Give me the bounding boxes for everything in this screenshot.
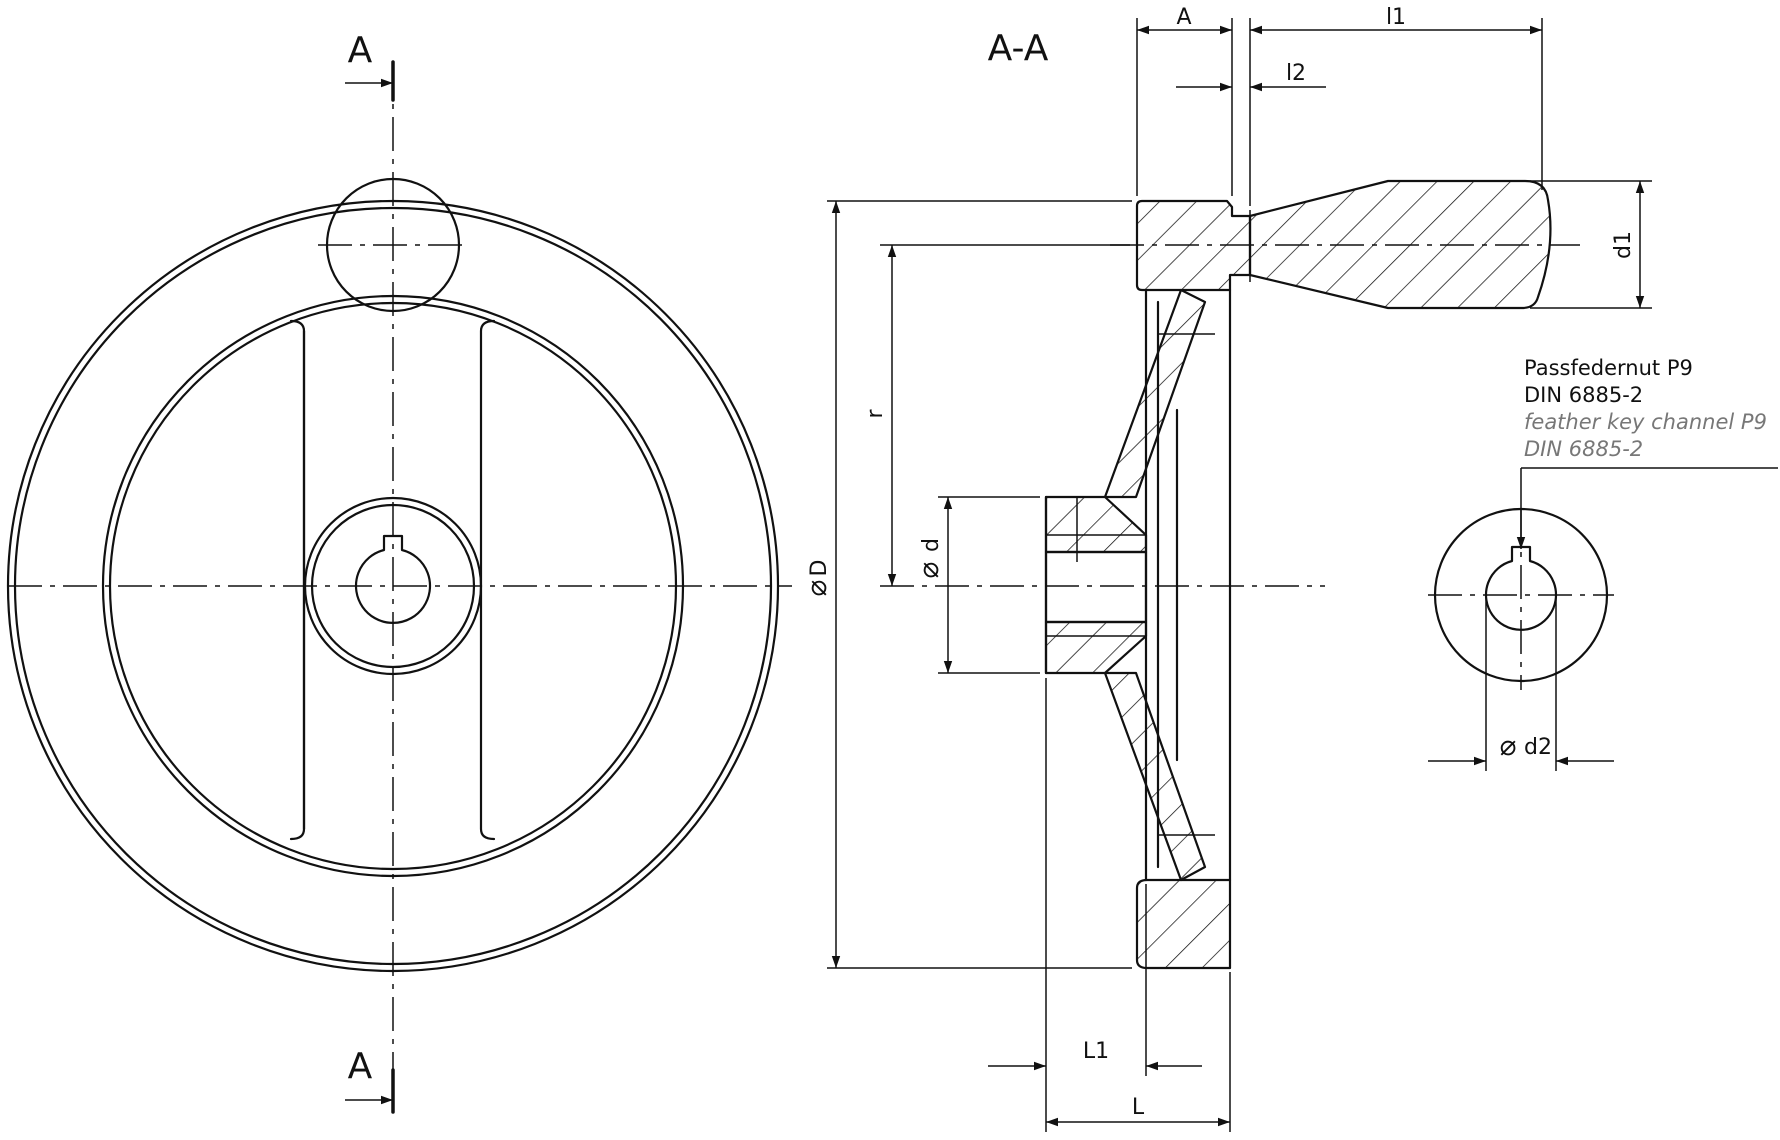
dim-label-L: L (1132, 1095, 1145, 1120)
spoke-right (479, 319, 496, 841)
hub-section-upper (1044, 495, 1148, 554)
hub-detail-bore-keyway (1484, 545, 1558, 631)
hub-section-lower (1044, 620, 1148, 675)
dim-symbol-d: ⌀ (912, 562, 945, 579)
keyway-note-de-2: DIN 6885-2 (1524, 383, 1643, 407)
spoke-left (289, 319, 306, 841)
dim-symbol-D: ⌀ (800, 580, 833, 597)
bore-with-keyway (354, 534, 432, 624)
spoke-section-lower (1103, 671, 1207, 882)
dim-symbol-d2: ⌀ (1500, 729, 1517, 762)
dim-label-d: d (919, 538, 944, 552)
dim-label-d2: d2 (1524, 735, 1552, 760)
keyway-note-en-2: DIN 6885-2 (1524, 437, 1643, 461)
hub-detail-view: Passfedernut P9 DIN 6885-2 feather key c… (1428, 356, 1778, 771)
dim-label-D: D (807, 560, 832, 577)
keyway-note-de-1: Passfedernut P9 (1524, 356, 1693, 380)
section-marker-top: A (348, 30, 373, 71)
section-marker-bottom: A (348, 1046, 373, 1087)
dim-label-L1: L1 (1083, 1039, 1109, 1064)
hub-bore (1044, 550, 1148, 624)
dim-label-l1: l1 (1386, 5, 1406, 30)
dim-label-l2: l2 (1286, 61, 1306, 86)
front-view: A A (6, 30, 792, 1114)
section-title: A-A (988, 28, 1049, 69)
rim-section-bottom (1135, 878, 1232, 970)
section-view: A-A A (800, 5, 1652, 1132)
keyway-note-en-1: feather key channel P9 (1524, 410, 1767, 434)
dim-label-r: r (863, 409, 888, 419)
dim-label-A: A (1176, 5, 1191, 30)
spoke-section-upper (1103, 288, 1207, 499)
dim-label-d1: d1 (1611, 231, 1636, 259)
